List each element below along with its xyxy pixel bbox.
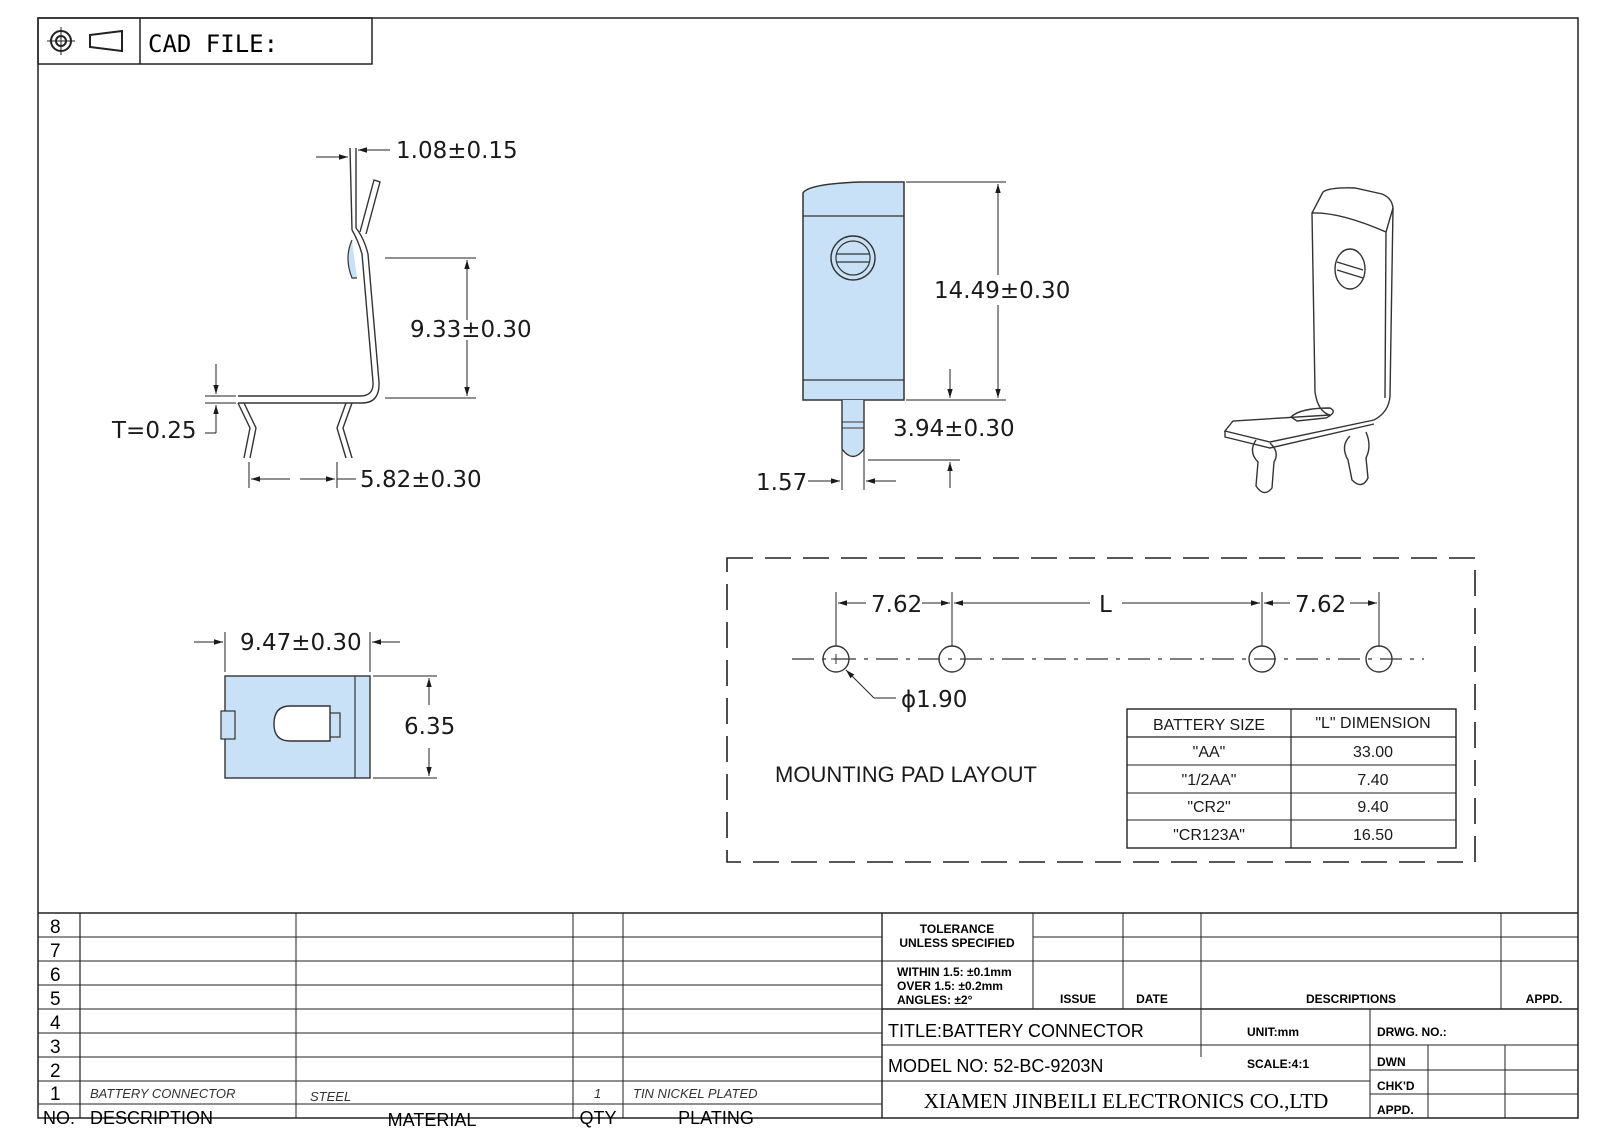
bom-item-description: BATTERY CONNECTOR [90,1086,235,1101]
bom-header-plating: PLATING [678,1108,754,1128]
l-dimension-table: BATTERY SIZE "L" DIMENSION "AA" 33.00 "1… [1126,708,1457,849]
cad-header: CAD FILE: [37,17,373,65]
drawing-title: TITLE:BATTERY CONNECTOR [888,1021,1144,1041]
bom-row-number: 8 [50,917,61,938]
dim-pin-length: 3.94±0.30 [893,416,1015,442]
bom-header-no: NO. [43,1108,75,1128]
col-descriptions: DESCRIPTIONS [1306,992,1396,1006]
bom-item-material: STEEL [310,1089,351,1104]
table-header-battery-size: BATTERY SIZE [1153,717,1265,734]
col-date: DATE [1136,992,1168,1006]
dim-depth: 6.35 [404,714,455,740]
bom-header-description: DESCRIPTION [90,1108,213,1128]
bom-row-number: 4 [50,1013,61,1034]
bom-header-qty: QTY [579,1108,616,1128]
bom-row-number: 1 [50,1084,61,1105]
table-cell: 7.40 [1357,772,1388,789]
mounting-title: MOUNTING PAD LAYOUT [775,762,1037,787]
table-cell: 33.00 [1353,744,1393,761]
tolerance-subheading: UNLESS SPECIFIED [899,936,1015,950]
drawn-label: DWN [1377,1055,1406,1069]
table-cell: "CR2" [1187,799,1230,816]
drawing-number-label: DRWG. NO.: [1377,1025,1447,1039]
col-issue: ISSUE [1060,992,1096,1006]
side-view: 1.08±0.15 9.33±0.30 T=0.25 5.82±0.30 [111,138,532,493]
sheet-border [37,17,1579,1119]
model-number: MODEL NO: 52-BC-9203N [888,1056,1103,1076]
bom-row-number: 7 [50,941,61,962]
tolerance-angles: ANGLES: ±2° [897,993,973,1007]
dim-hole-diameter: ϕ1.90 [901,687,967,713]
table-header-l-dimension: "L" DIMENSION [1315,715,1430,732]
dim-thickness-top: 1.08±0.15 [396,138,518,164]
scale-label: SCALE:4:1 [1247,1057,1309,1071]
unit-label: UNIT:mm [1247,1025,1299,1039]
approved-label: APPD. [1377,1103,1414,1117]
bom-row-number: 2 [50,1061,61,1082]
table-cell: "CR123A" [1173,827,1245,844]
dim-pitch-right: 7.62 [1295,592,1346,618]
bom-header-material: MATERIAL [388,1110,477,1130]
tolerance-over: OVER 1.5: ±0.2mm [897,979,1003,993]
bom-row-number: 5 [50,989,61,1010]
cad-file-label: CAD FILE: [148,30,278,58]
tolerance-within: WITHIN 1.5: ±0.1mm [897,965,1012,979]
projection-symbol-icon [47,27,123,55]
col-appd: APPD. [1526,992,1563,1006]
dim-leg-span: 5.82±0.30 [360,467,482,493]
table-cell: 16.50 [1353,827,1393,844]
dim-pin-width: 1.57 [756,470,807,496]
company-name: XIAMEN JINBEILI ELECTRONICS CO.,LTD [924,1089,1329,1113]
bom-table: 8 7 6 5 4 3 2 1 BATTERY CONNECTOR STEEL … [38,912,1578,1130]
dim-pitch-left: 7.62 [871,592,922,618]
table-cell: 9.40 [1357,799,1388,816]
table-cell: "1/2AA" [1182,772,1237,789]
dim-span-label: L [1099,592,1112,618]
dim-height: 9.33±0.30 [410,317,532,343]
bom-item-plating: TIN NICKEL PLATED [633,1086,758,1101]
mounting-pad-layout: 7.62 L 7.62 ϕ1.90 MOUNTING PAD LAYOUT BA… [726,557,1476,863]
bom-row-number: 6 [50,965,61,986]
front-view: 14.49±0.30 3.94±0.30 1.57 [756,181,1070,496]
top-view: 9.47±0.30 6.35 [194,630,455,779]
title-block: TOLERANCE UNLESS SPECIFIED WITHIN 1.5: ±… [882,913,1578,1118]
isometric-view [1223,187,1394,494]
checked-label: CHK'D [1377,1079,1415,1093]
dim-thickness: T=0.25 [111,418,197,444]
bom-row-number: 3 [50,1037,61,1058]
dim-width: 9.47±0.30 [240,630,362,656]
table-cell: "AA" [1193,744,1226,761]
dim-front-height: 14.49±0.30 [934,278,1070,304]
bom-item-qty: 1 [594,1086,601,1101]
tolerance-heading: TOLERANCE [920,922,994,936]
